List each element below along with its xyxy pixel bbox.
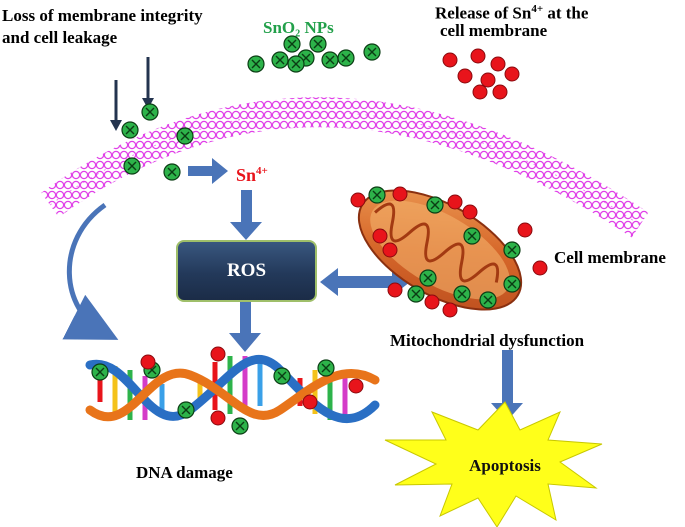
nanoparticle [121, 121, 139, 139]
sn-ion [492, 84, 508, 100]
sn-ion-layer [140, 48, 548, 426]
sn-ion [348, 378, 364, 394]
nanoparticle [407, 285, 425, 303]
cell-membrane-arc [41, 97, 649, 238]
membrane-loss-label-line1: Loss of membrane integrity [2, 6, 203, 25]
nanoparticle [419, 269, 437, 287]
sn-ion [382, 242, 398, 258]
nanoparticle [177, 401, 195, 419]
membrane-loss-label-line2: and cell leakage [2, 28, 118, 47]
arrow-to-sn-ion [188, 158, 228, 184]
nanoparticle [163, 163, 181, 181]
membrane-damage-arrows [110, 57, 154, 131]
sn-ion [210, 410, 226, 426]
sn-ion [517, 222, 533, 238]
nanoparticle [453, 285, 471, 303]
nanoparticle [426, 196, 444, 214]
nanoparticle [271, 51, 289, 69]
sn-ion [210, 346, 226, 362]
sn-ion [457, 68, 473, 84]
nanoparticle [463, 227, 481, 245]
nanoparticle [247, 55, 265, 73]
dna-damage-label: DNA damage [136, 463, 233, 482]
sn-ion [472, 84, 488, 100]
sn-ion [387, 282, 403, 298]
sn-ion [470, 48, 486, 64]
curved-arrow-to-dna [62, 202, 119, 340]
nanoparticle [503, 275, 521, 293]
sn-ion [462, 204, 478, 220]
cell-membrane-label: Cell membrane [554, 248, 666, 267]
sn-ion [480, 72, 496, 88]
arrow-ros-mito [320, 268, 410, 296]
dna-strand-1 [85, 354, 380, 424]
ros-box: ROS [176, 240, 317, 302]
nanoparticle [91, 363, 109, 381]
nanoparticle [141, 103, 159, 121]
sn-ion [302, 394, 318, 410]
sn-ion [442, 52, 458, 68]
sn-ion [424, 294, 440, 310]
arrow-to-apoptosis [491, 350, 523, 421]
nanoparticle [123, 157, 141, 175]
ros-label: ROS [226, 260, 267, 281]
nanoparticle [309, 35, 327, 53]
nanoparticle [368, 186, 386, 204]
sn-ion [532, 260, 548, 276]
sn-ion-label: Sn4+ [236, 165, 268, 185]
mito-dysfunction-label: Mitochondrial dysfunction [390, 331, 585, 350]
sn-ion [350, 192, 366, 208]
dna-helix [85, 354, 380, 424]
sn-ion [442, 302, 458, 318]
nanoparticle [321, 51, 339, 69]
dna-strand-2 [85, 368, 380, 422]
release-label-line1: Release of Sn4+ at the [435, 3, 589, 23]
sn-ion [504, 66, 520, 82]
nanoparticle [503, 241, 521, 259]
nanoparticle [337, 49, 355, 67]
arrow-sn-to-ros [230, 190, 262, 240]
nanoparticle [231, 417, 249, 435]
sno-nps-label: SnO₂ NPs [263, 18, 334, 37]
sn-ion [447, 194, 463, 210]
nanoparticle [363, 43, 381, 61]
nanoparticle [479, 291, 497, 309]
nanoparticle [283, 35, 301, 53]
nanoparticle [287, 55, 305, 73]
arrow-ros-to-dna [229, 302, 261, 352]
sn-ion [140, 354, 156, 370]
release-label-line2: cell membrane [440, 21, 548, 40]
sn-ion [372, 228, 388, 244]
sn-ion [392, 186, 408, 202]
nanoparticle-layer [91, 35, 521, 435]
sn-ion [490, 56, 506, 72]
apoptosis-burst [384, 401, 603, 527]
nanoparticle [317, 359, 335, 377]
nanoparticle [176, 127, 194, 145]
apoptosis-label: Apoptosis [469, 456, 541, 475]
nanoparticle [273, 367, 291, 385]
